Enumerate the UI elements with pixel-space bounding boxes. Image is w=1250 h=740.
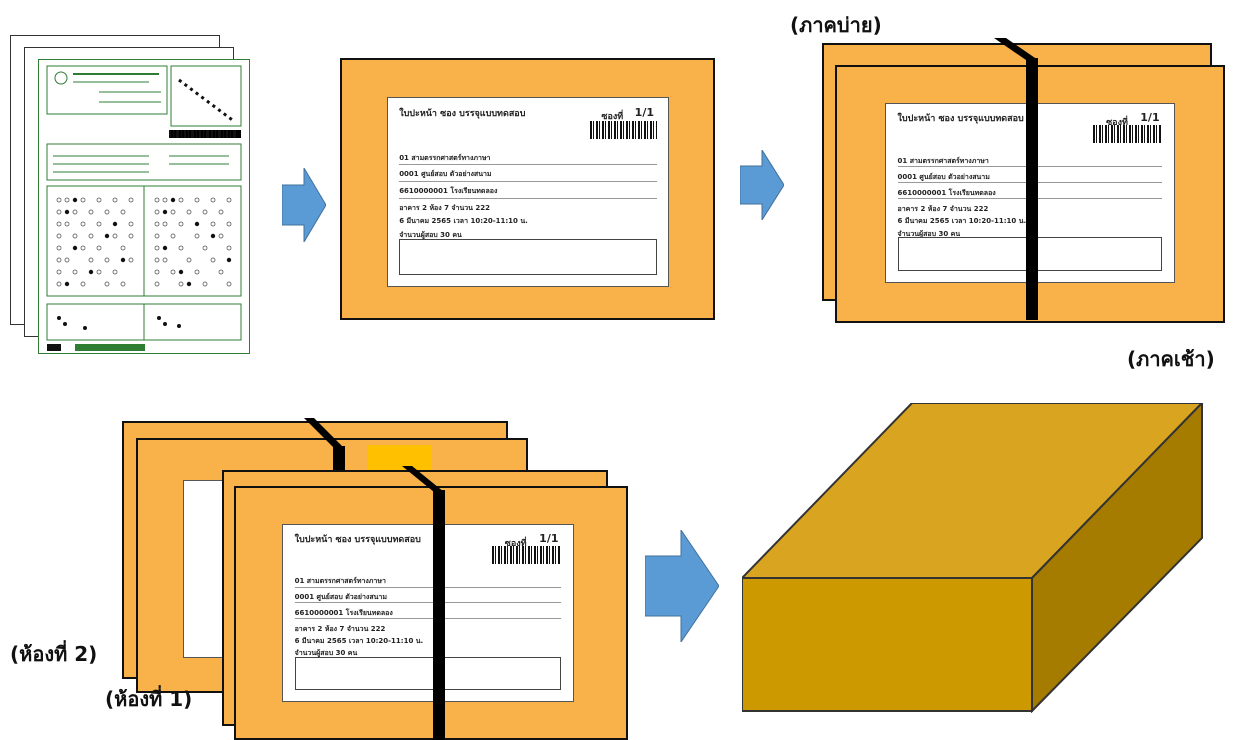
envelope-label-title: ใบปะหน้า ซอง บรรจุแบบทดสอบ <box>897 114 1024 125</box>
envelope-label-number: 1/1 <box>539 532 559 546</box>
arrow-right-2 <box>740 150 784 220</box>
envelope-label-school: 6610000001 โรงเรียนทดลอง <box>399 187 498 196</box>
envelope-room1-front: ใบปะหน้า ซอง บรรจุแบบทดสอบ ซองที่ 1/1 01… <box>234 486 628 740</box>
arrow-right-3 <box>645 530 719 642</box>
answer-sheet-stack <box>10 35 260 360</box>
caption-room1: (ห้องที่ 1) <box>105 687 193 711</box>
answer-sheet-graphic <box>46 65 242 351</box>
envelope-label-school: 6610000001 โรงเรียนทดลอง <box>294 608 393 617</box>
divider <box>294 602 562 604</box>
strap <box>402 466 445 740</box>
envelope-label-subject: 01 สามตรรกศาสตร์ทางภาษา <box>399 153 491 162</box>
shipping-box <box>742 403 1204 713</box>
envelope-label-center: 0001 ศูนย์สอบ ตัวอย่างสนาม <box>399 170 492 179</box>
envelope-label-date: 6 มีนาคม 2565 เวลา 10:20-11:10 น. <box>294 636 424 645</box>
envelope-label-room: อาคาร 2 ห้อง 7 จำนวน 222 <box>399 204 491 213</box>
envelope-label-center: 0001 ศูนย์สอบ ตัวอย่างสนาม <box>294 592 387 601</box>
envelope-label: ใบปะหน้า ซอง บรรจุแบบทดสอบ ซองที่ 1/1 01… <box>387 97 669 287</box>
divider <box>294 586 562 588</box>
envelope-label-notice-box <box>294 656 562 691</box>
barcode <box>589 120 657 140</box>
envelope-label-center: 0001 ศูนย์สอบ ตัวอย่างสนาม <box>897 172 990 181</box>
envelope-label-number: 1/1 <box>634 105 654 119</box>
envelope-label-school: 6610000001 โรงเรียนทดลอง <box>897 188 996 197</box>
envelope-label-number: 1/1 <box>1140 111 1160 125</box>
envelope-label-title: ใบปะหน้า ซอง บรรจุแบบทดสอบ <box>294 535 421 546</box>
single-envelope: ใบปะหน้า ซอง บรรจุแบบทดสอบ ซองที่ 1/1 01… <box>340 58 715 320</box>
caption-afternoon: (ภาคบ่าย) <box>790 13 882 37</box>
envelope-label-subject: 01 สามตรรกศาสตร์ทางภาษา <box>897 156 989 165</box>
envelope-label-count: จำนวนผู้สอบ 30 คน <box>897 229 961 238</box>
envelope-label-date: 6 มีนาคม 2565 เวลา 10:20-11:10 น. <box>399 217 528 226</box>
strap <box>994 38 1038 320</box>
envelope-label-room: อาคาร 2 ห้อง 7 จำนวน 222 <box>897 204 989 213</box>
envelope-label-date: 6 มีนาคม 2565 เวลา 10:20-11:10 น. <box>897 217 1027 226</box>
envelope-label-room: อาคาร 2 ห้อง 7 จำนวน 222 <box>294 624 386 633</box>
envelope-label-notice-box <box>399 238 657 275</box>
envelope-tag <box>368 445 432 471</box>
caption-morning: (ภาคเช้า) <box>1127 347 1215 371</box>
envelope-label-prefix: ซองที่ <box>1106 117 1128 128</box>
envelope-label-prefix: ซองที่ <box>601 112 624 123</box>
divider <box>399 197 657 199</box>
caption-room2: (ห้องที่ 2) <box>10 642 98 666</box>
envelope-label-count: จำนวนผู้สอบ 30 คน <box>294 649 358 658</box>
barcode <box>491 546 562 564</box>
envelope-label-prefix: ซองที่ <box>504 538 527 549</box>
envelope-label: ใบปะหน้า ซอง บรรจุแบบทดสอบ ซองที่ 1/1 01… <box>282 524 574 702</box>
divider <box>294 618 562 620</box>
envelope-label-title: ใบปะหน้า ซอง บรรจุแบบทดสอบ <box>399 108 526 119</box>
box-front <box>742 577 1033 712</box>
divider <box>399 180 657 182</box>
barcode <box>1093 125 1163 144</box>
answer-sheet-front <box>38 59 250 354</box>
envelope-label-subject: 01 สามตรรกศาสตร์ทางภาษา <box>294 577 386 586</box>
divider <box>399 163 657 165</box>
arrow-right-1 <box>282 168 326 242</box>
envelope-label-count: จำนวนผู้สอบ 30 คน <box>399 230 462 239</box>
